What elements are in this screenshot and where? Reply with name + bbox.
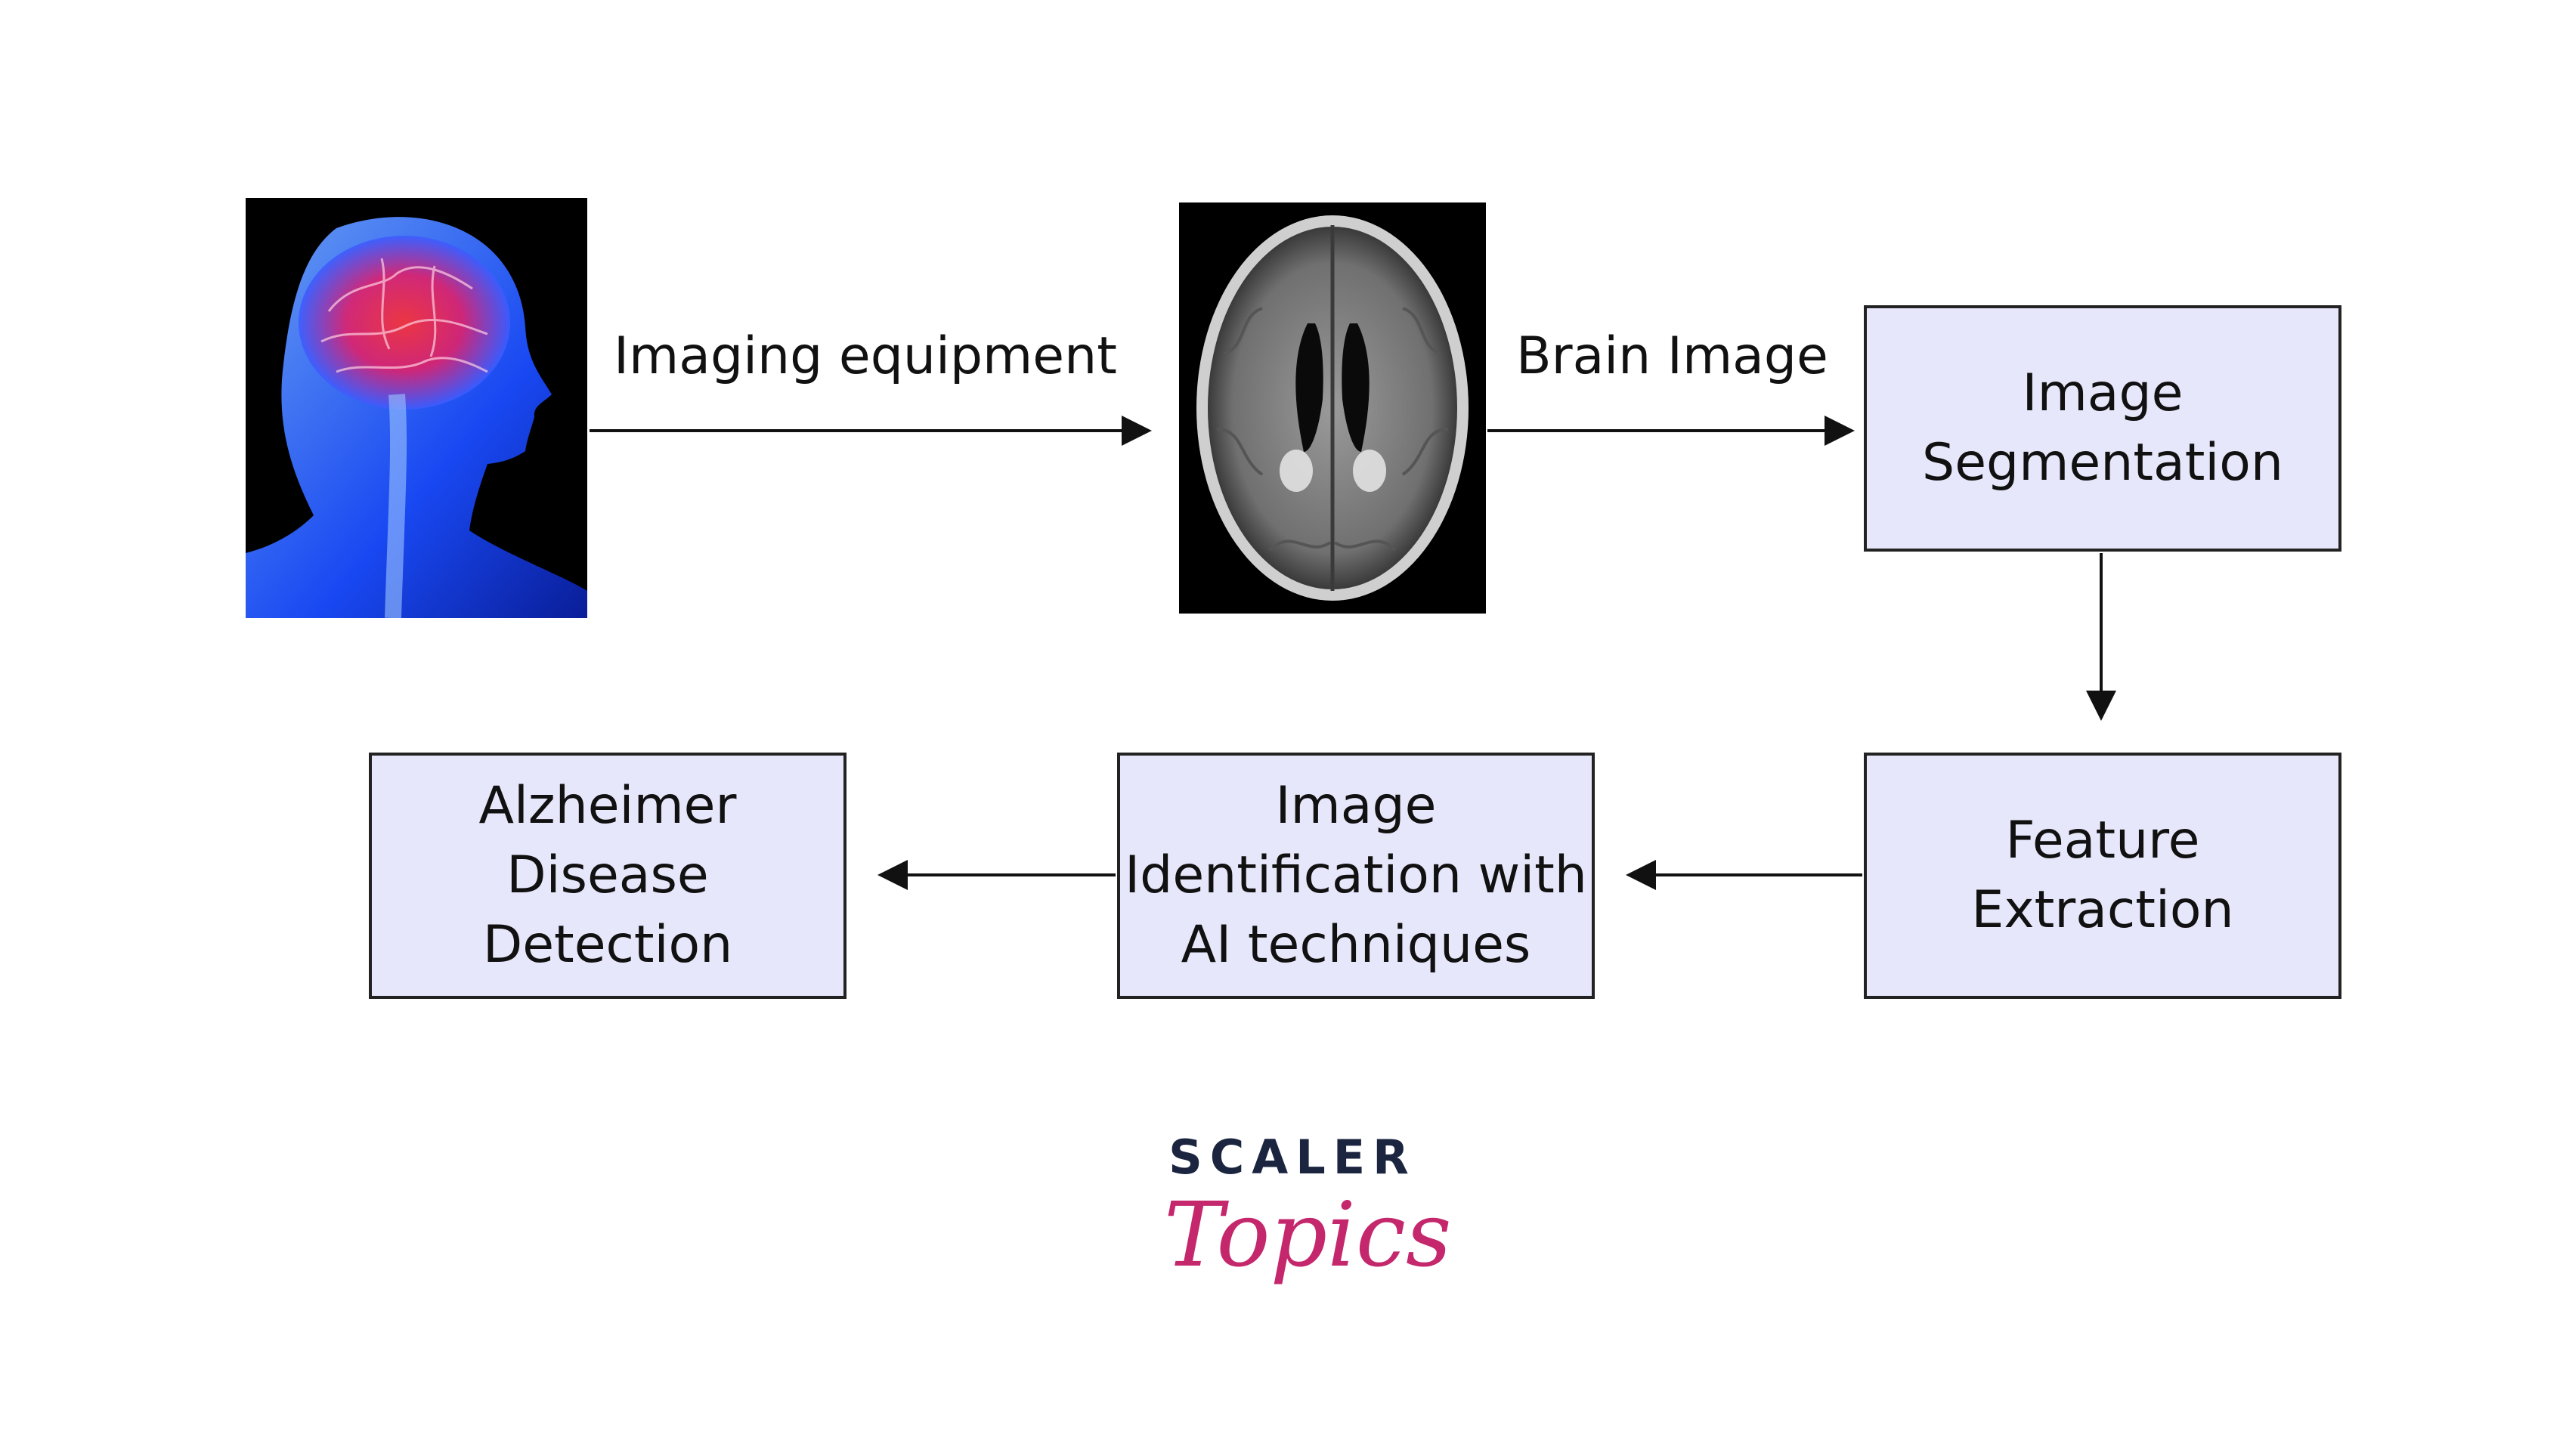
alzheimer-detection-box: Alzheimer Disease Detection (369, 753, 847, 999)
box-label-line: Detection (482, 915, 733, 975)
image-identification-box: Image Identification with AI techniques (1117, 753, 1595, 999)
edge-label-imaging-equipment: Imaging equipment (614, 326, 1117, 386)
scaler-topics-logo: SCALER Topics (1164, 1130, 1452, 1334)
box-label-line: Segmentation (1922, 433, 2283, 493)
box-label-line: Image (1275, 776, 1437, 836)
image-segmentation-box: Image Segmentation (1864, 305, 2341, 552)
edge-label-brain-image: Brain Image (1516, 326, 1828, 386)
box-label-line: Extraction (1971, 880, 2234, 940)
box-label-line: Alzheimer (478, 776, 737, 836)
box-label-line: Identification with (1125, 845, 1587, 905)
box-label-line: Feature (2005, 811, 2200, 870)
logo-scaler-text: SCALER (1168, 1130, 1416, 1185)
box-label-line: Image (2022, 363, 2184, 423)
box-label-line: AI techniques (1181, 915, 1531, 975)
human-head-brain-icon (246, 198, 587, 618)
logo-topics-text: Topics (1164, 1182, 1452, 1287)
box-label-line: Disease (506, 845, 709, 905)
feature-extraction-box: Feature Extraction (1864, 753, 2341, 999)
brain-mri-scan-icon (1179, 202, 1486, 614)
